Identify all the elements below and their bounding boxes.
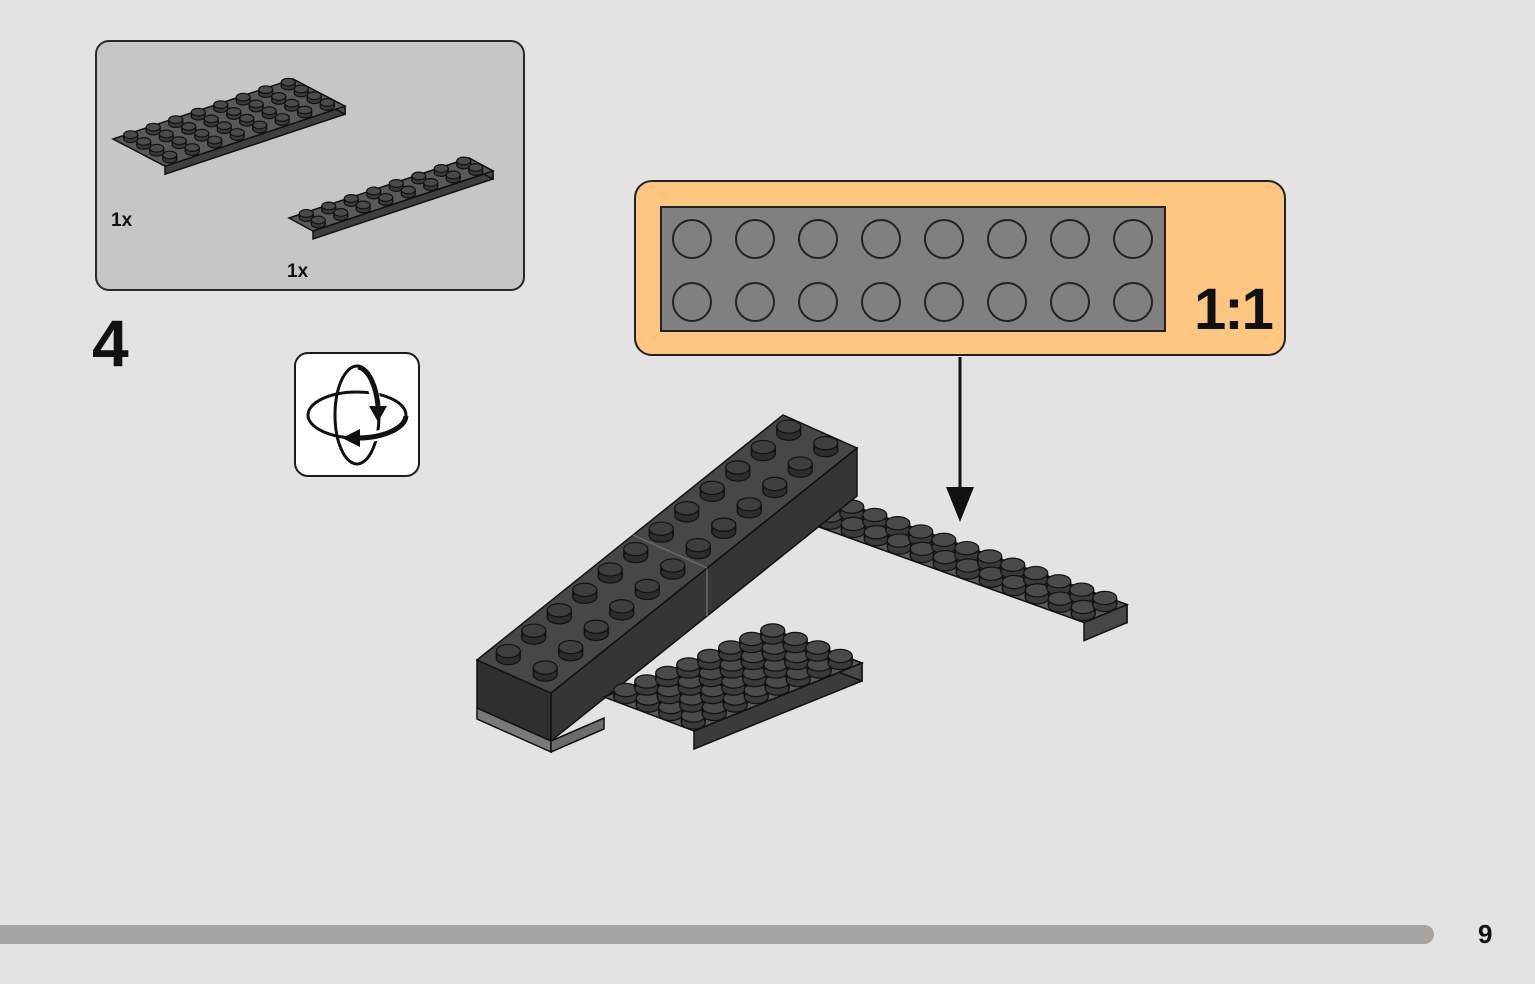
existing-plate-4x8 <box>601 623 865 751</box>
rotate-model-icon <box>306 364 409 466</box>
step-number: 4 <box>92 306 129 380</box>
scale-label: 1:1 <box>1194 277 1274 342</box>
part-quantity-2: 1x <box>287 261 309 282</box>
rotate-model-button[interactable] <box>294 352 420 477</box>
footer-bar <box>0 925 1434 944</box>
scale-studs <box>672 219 1153 322</box>
page-number: 9 <box>1478 919 1493 949</box>
placement-arrow <box>946 357 974 522</box>
part-quantity-1: 1x <box>111 210 133 231</box>
plate-2x8-part <box>287 156 495 241</box>
plate-4x8-part <box>111 77 347 176</box>
scale-callout: 1:1 <box>634 180 1286 356</box>
existing-brick-row <box>475 414 859 754</box>
parts-list-illustration <box>111 77 495 241</box>
parts-list-callout: 1x 1x <box>95 40 525 291</box>
new-plate-2x8 <box>805 499 1130 642</box>
scale-plate-2x8 <box>660 206 1166 332</box>
